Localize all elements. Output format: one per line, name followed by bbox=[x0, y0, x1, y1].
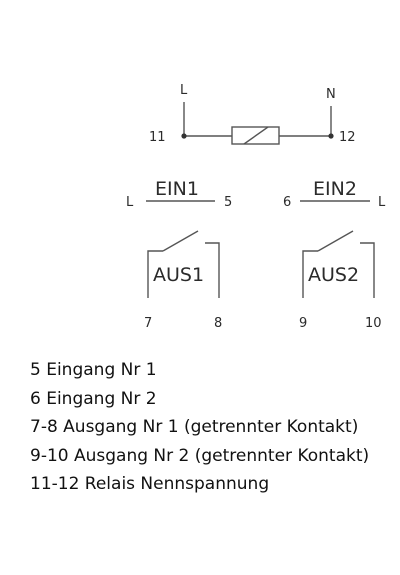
terminal-11-label: 11 bbox=[149, 130, 166, 145]
legend-item: 11-12 Relais Nennspannung bbox=[30, 474, 270, 494]
ein1-left-label: L bbox=[126, 195, 134, 210]
terminal-10-label: 10 bbox=[365, 316, 382, 331]
terminal-12-dot bbox=[328, 133, 334, 139]
ein2-left-label: 6 bbox=[283, 195, 291, 210]
aus1-right-leg bbox=[205, 242, 220, 298]
aus2-label: AUS2 bbox=[308, 264, 359, 286]
legend-item: 9-10 Ausgang Nr 2 (getrennter Kontakt) bbox=[30, 445, 370, 466]
supply-n-label: N bbox=[326, 87, 336, 102]
legend-item: 7-8 Ausgang Nr 1 (getrennter Kontakt) bbox=[30, 417, 359, 437]
terminal-legend: 5 Eingang Nr 1 6 Eingang Nr 2 7-8 Ausgan… bbox=[30, 356, 369, 499]
aus1-contact-blade bbox=[162, 230, 199, 252]
ein1-label: EIN1 bbox=[155, 178, 199, 200]
aus1-label: AUS1 bbox=[153, 264, 204, 286]
ein1-right-label: 5 bbox=[224, 195, 232, 210]
terminal-9-label: 9 bbox=[299, 316, 307, 331]
aus1-left-leg bbox=[147, 250, 163, 298]
legend-item: 5 Eingang Nr 1 bbox=[30, 360, 157, 380]
relay-coil-diagonal bbox=[243, 126, 269, 145]
ein2-right-label: L bbox=[378, 195, 386, 210]
terminal-8-label: 8 bbox=[214, 316, 222, 331]
terminal-12-label: 12 bbox=[339, 130, 356, 145]
wiring-diagram: L N 11 12 L EIN1 5 6 EIN2 L AUS1 7 8 AUS… bbox=[126, 83, 386, 331]
terminal-7-label: 7 bbox=[144, 316, 152, 331]
terminal-11-dot bbox=[181, 133, 187, 139]
supply-l-label: L bbox=[180, 83, 188, 98]
aus2-contact-blade bbox=[317, 230, 354, 252]
aus2-left-leg bbox=[302, 250, 318, 298]
aus2-right-leg bbox=[360, 242, 375, 298]
legend-item: 6 Eingang Nr 2 bbox=[30, 388, 157, 409]
ein2-label: EIN2 bbox=[313, 178, 357, 200]
